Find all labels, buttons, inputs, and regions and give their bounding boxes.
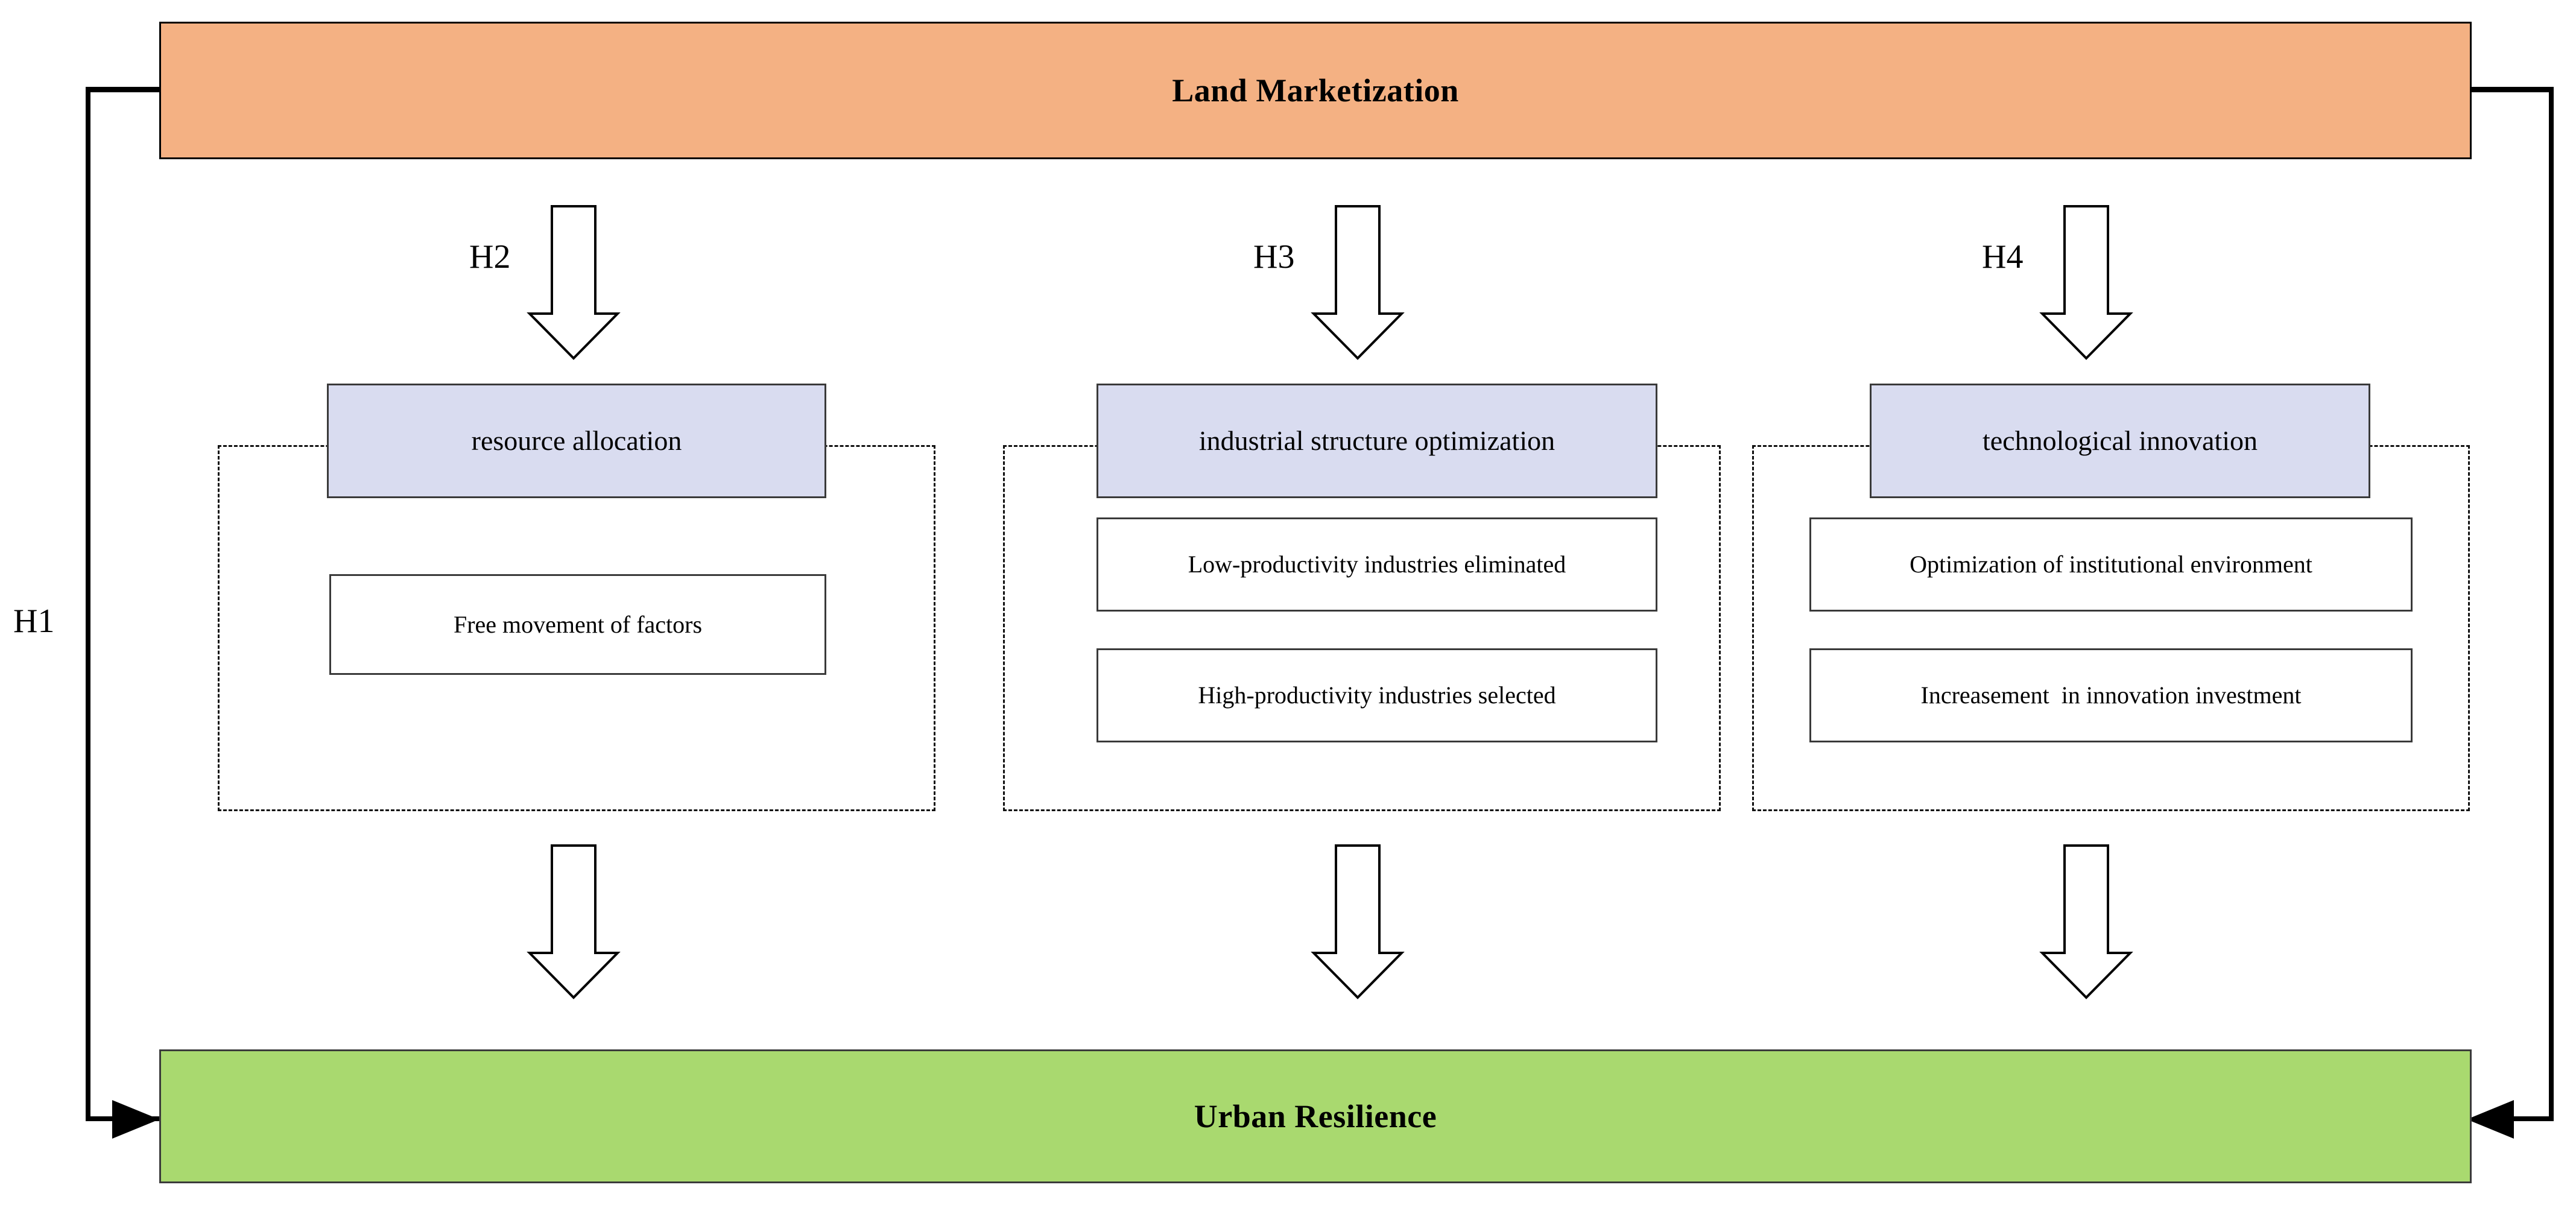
pillar-3-item-2-label: Increasement in innovation investment	[1920, 682, 2302, 709]
pillar-1-item-1: Free movement of factors	[329, 574, 826, 675]
hypothesis-label-h1: H1	[13, 602, 55, 640]
top-banner-land-marketization: Land Marketization	[159, 22, 2472, 159]
h1-left-vertical-segment	[86, 87, 90, 1121]
pillar-3-item-2: Increasement in innovation investment	[1809, 648, 2413, 742]
pillar-3-outcome-arrow-icon	[2039, 844, 2133, 999]
pillar-2-heading-box: industrial structure optimization	[1097, 384, 1657, 498]
top-banner-label: Land Marketization	[1172, 72, 1459, 109]
pillar-3-heading-box: technological innovation	[1870, 384, 2370, 498]
pillar-1-heading-label: resource allocation	[471, 425, 682, 456]
pillar-2-outcome-arrow-icon	[1311, 844, 1405, 999]
pillar-2-item-1: Low-productivity industries eliminated	[1097, 517, 1657, 612]
h1-right-top-segment	[2469, 87, 2554, 92]
pillar-2-heading-label: industrial structure optimization	[1198, 425, 1555, 456]
pillar-2-item-2: High-productivity industries selected	[1097, 648, 1657, 742]
hypothesis-label-h3: H3	[1253, 238, 1295, 276]
pillar-3-item-1-label: Optimization of institutional environmen…	[1910, 551, 2312, 578]
pillar-1-heading-box: resource allocation	[327, 384, 826, 498]
bottom-banner-urban-resilience: Urban Resilience	[159, 1049, 2472, 1183]
h2-block-arrow-icon	[527, 205, 621, 360]
hypothesis-label-h4: H4	[1982, 238, 2024, 276]
h1-left-arrowhead-icon	[112, 1100, 159, 1139]
pillar-3-heading-label: technological innovation	[1982, 425, 2258, 456]
pillar-1-item-1-label: Free movement of factors	[453, 610, 703, 638]
h3-block-arrow-icon	[1311, 205, 1405, 360]
bottom-banner-label: Urban Resilience	[1194, 1098, 1437, 1134]
h1-right-vertical-segment	[2549, 87, 2554, 1121]
h1-right-bottom-segment	[2503, 1116, 2554, 1121]
h1-right-arrowhead-icon	[2467, 1100, 2514, 1139]
pillar-3-dashed-container	[1752, 445, 2470, 811]
hypothesis-label-h2: H2	[469, 238, 511, 276]
pillar-2-item-2-label: High-productivity industries selected	[1198, 682, 1556, 709]
h4-block-arrow-icon	[2039, 205, 2133, 360]
pillar-1-outcome-arrow-icon	[527, 844, 621, 999]
h1-left-top-segment	[86, 87, 160, 92]
pillar-3-item-1: Optimization of institutional environmen…	[1809, 517, 2413, 612]
pillar-2-item-1-label: Low-productivity industries eliminated	[1188, 551, 1566, 578]
pillar-2-dashed-container	[1003, 445, 1721, 811]
